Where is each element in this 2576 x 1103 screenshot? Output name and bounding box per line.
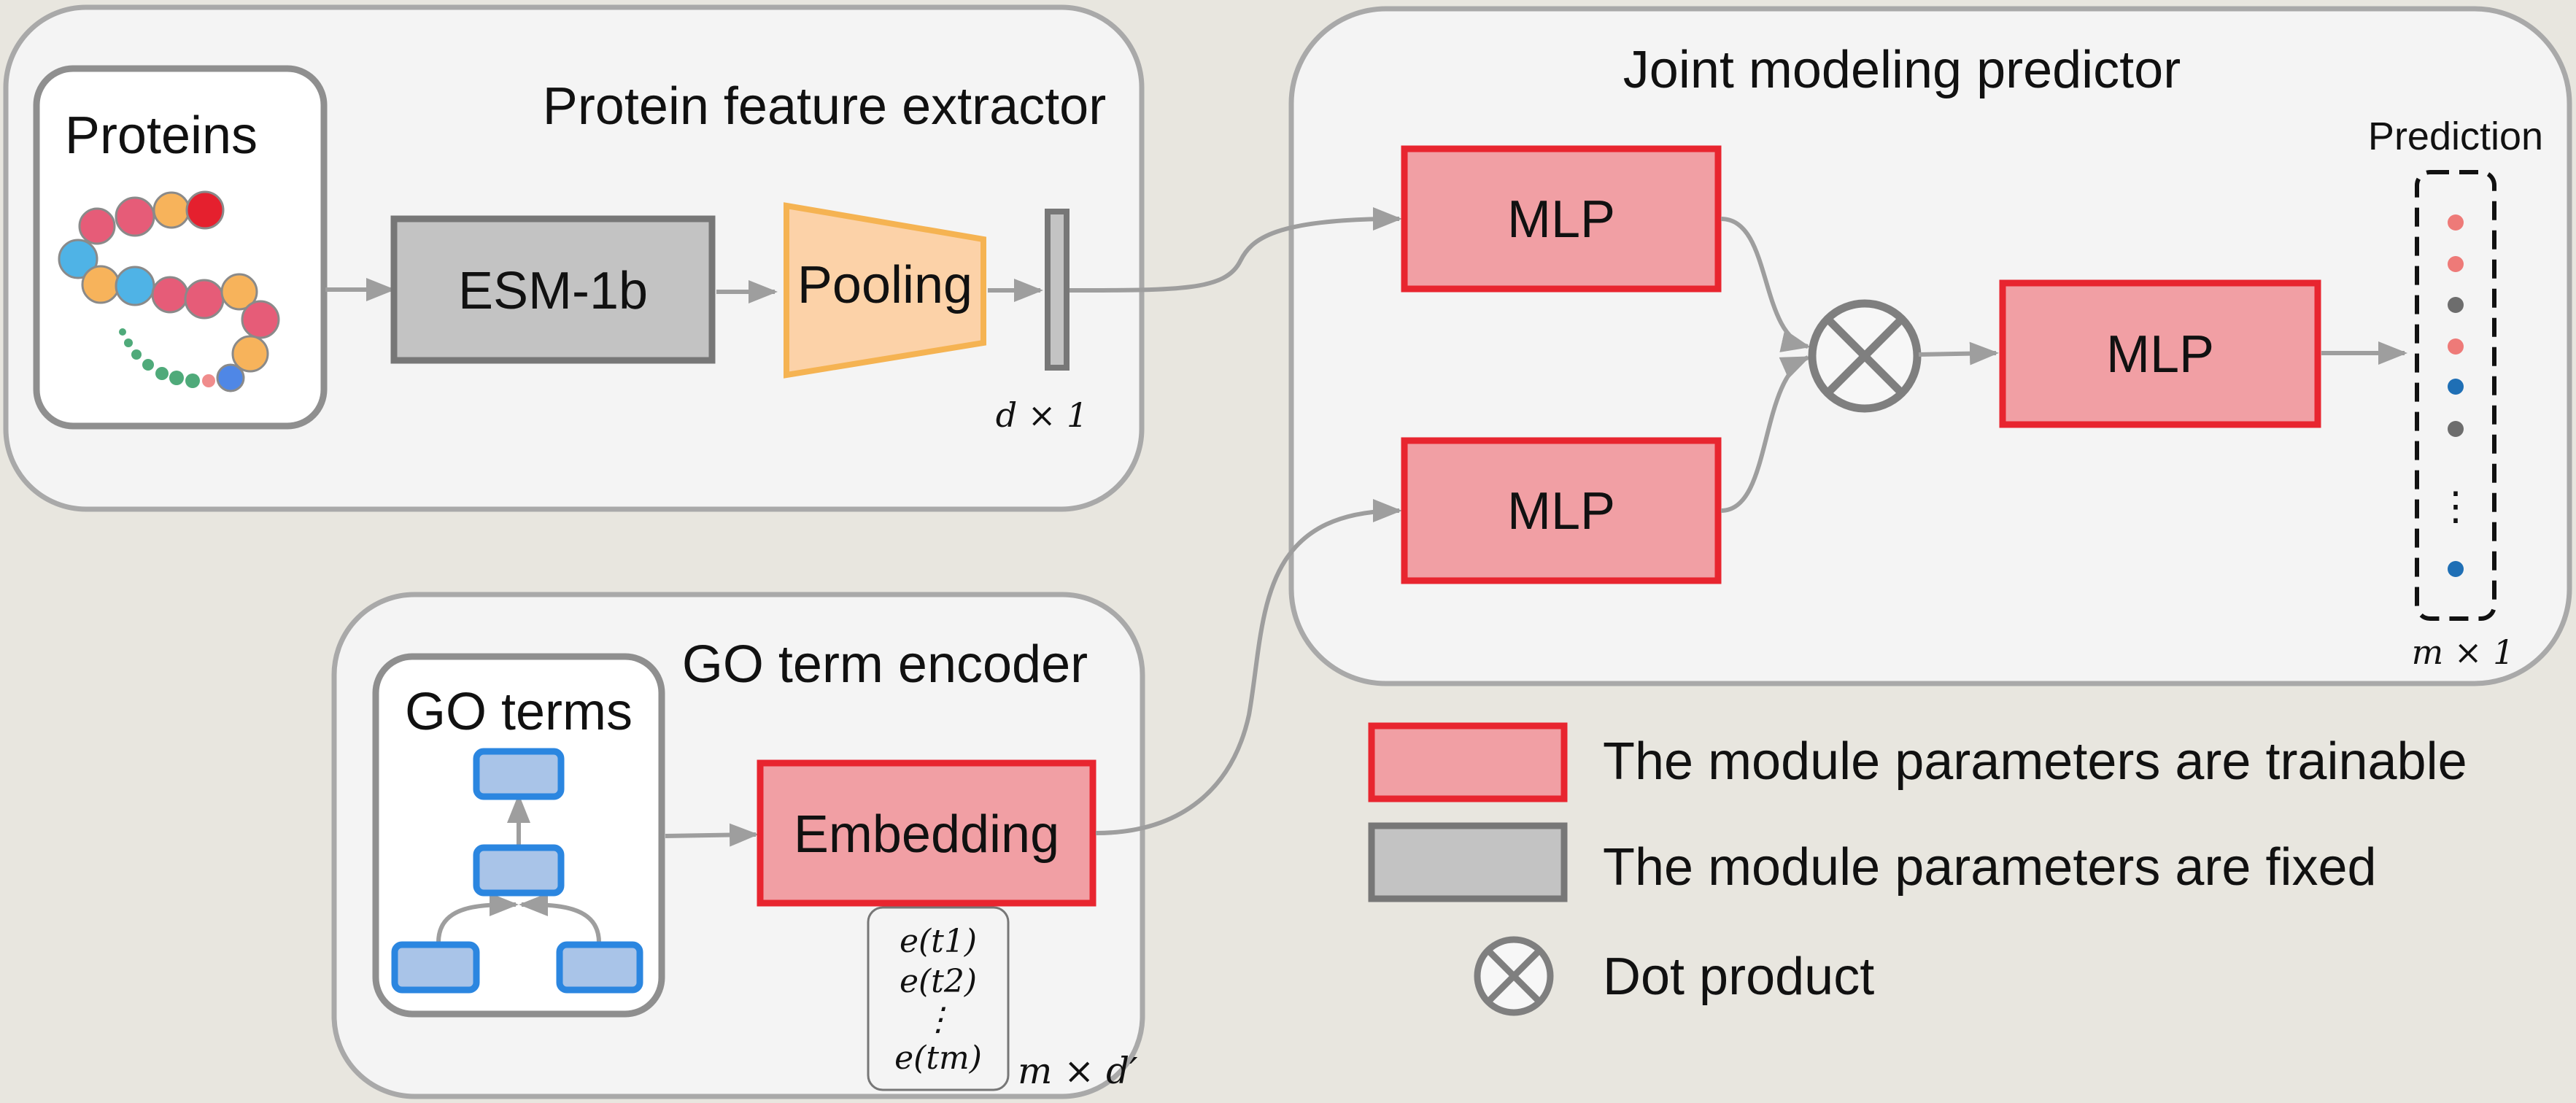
embedding-matrix-dim: m × d′ xyxy=(1018,1050,1138,1092)
matrix-row-3: ⋮ xyxy=(922,1001,954,1038)
pooling-trapezoid xyxy=(784,202,986,379)
go-hierarchy-icon xyxy=(391,748,643,994)
go-terms-label: GO terms xyxy=(405,683,633,741)
mlp-out-label: MLP xyxy=(2106,325,2214,384)
legend-fixed-text: The module parameters are fixed xyxy=(1603,838,2377,897)
arrow-go-to-embedding xyxy=(665,823,759,847)
prediction-dot xyxy=(2448,421,2464,437)
protein-extractor-title: Protein feature extractor xyxy=(543,77,1106,136)
prediction-dot xyxy=(2448,297,2464,313)
prediction-dot xyxy=(2448,561,2464,577)
legend-dot-product-icon xyxy=(1474,936,1554,1016)
prediction-label: Prediction xyxy=(2368,115,2543,158)
matrix-row-1: e(t1) xyxy=(900,923,977,960)
prediction-dot xyxy=(2448,214,2464,231)
arrow-dot-to-mlp-out xyxy=(1918,341,1999,365)
mlp-top-box xyxy=(1401,145,1722,293)
dot-product-icon xyxy=(1808,299,1922,413)
prediction-dim: m × 1 xyxy=(2412,632,2515,672)
mlp-bottom-box xyxy=(1401,437,1722,584)
pooling-label: Pooling xyxy=(797,256,972,314)
matrix-row-4: e(tm) xyxy=(894,1040,982,1077)
esm-1b-box xyxy=(390,215,716,364)
go-encoder-title: GO term encoder xyxy=(682,635,1088,694)
mlp-out-box xyxy=(1999,279,2321,428)
arrow-vector-to-mlp-top xyxy=(1069,207,1402,293)
embedding-box xyxy=(757,759,1096,907)
prediction-dot xyxy=(2448,338,2464,355)
embedding-label: Embedding xyxy=(794,805,1059,864)
legend-fixed-swatch xyxy=(1368,822,1568,902)
mlp-bottom-label: MLP xyxy=(1507,482,1615,541)
legend-trainable-swatch xyxy=(1368,722,1568,802)
prediction-vector xyxy=(2415,170,2496,621)
protein-chain-icon xyxy=(58,190,280,392)
matrix-row-2: e(t2) xyxy=(900,963,977,1000)
mlp-top-label: MLP xyxy=(1507,190,1615,249)
proteins-label: Proteins xyxy=(65,107,258,165)
esm-1b-label: ESM-1b xyxy=(458,262,648,320)
legend-trainable-text: The module parameters are trainable xyxy=(1603,732,2467,791)
protein-vector-dim: d × 1 xyxy=(996,395,1088,435)
arrow-mlp-bottom-to-dot xyxy=(1720,355,1811,513)
embedding-matrix: e(t1) e(t2) ⋮ e(tm) xyxy=(867,906,1010,1091)
prediction-dot xyxy=(2448,379,2464,395)
joint-predictor-title: Joint modeling predictor xyxy=(1623,41,2181,99)
legend-dot-product-text: Dot product xyxy=(1603,948,1874,1006)
arrow-mlp-top-to-dot xyxy=(1720,217,1811,352)
prediction-vdots: ⋮ xyxy=(2436,484,2475,528)
protein-feature-vector xyxy=(1045,209,1070,371)
prediction-dot xyxy=(2448,256,2464,272)
prediction-dots xyxy=(2448,214,2464,577)
arrow-embedding-to-mlp-bottom xyxy=(1095,499,1402,835)
